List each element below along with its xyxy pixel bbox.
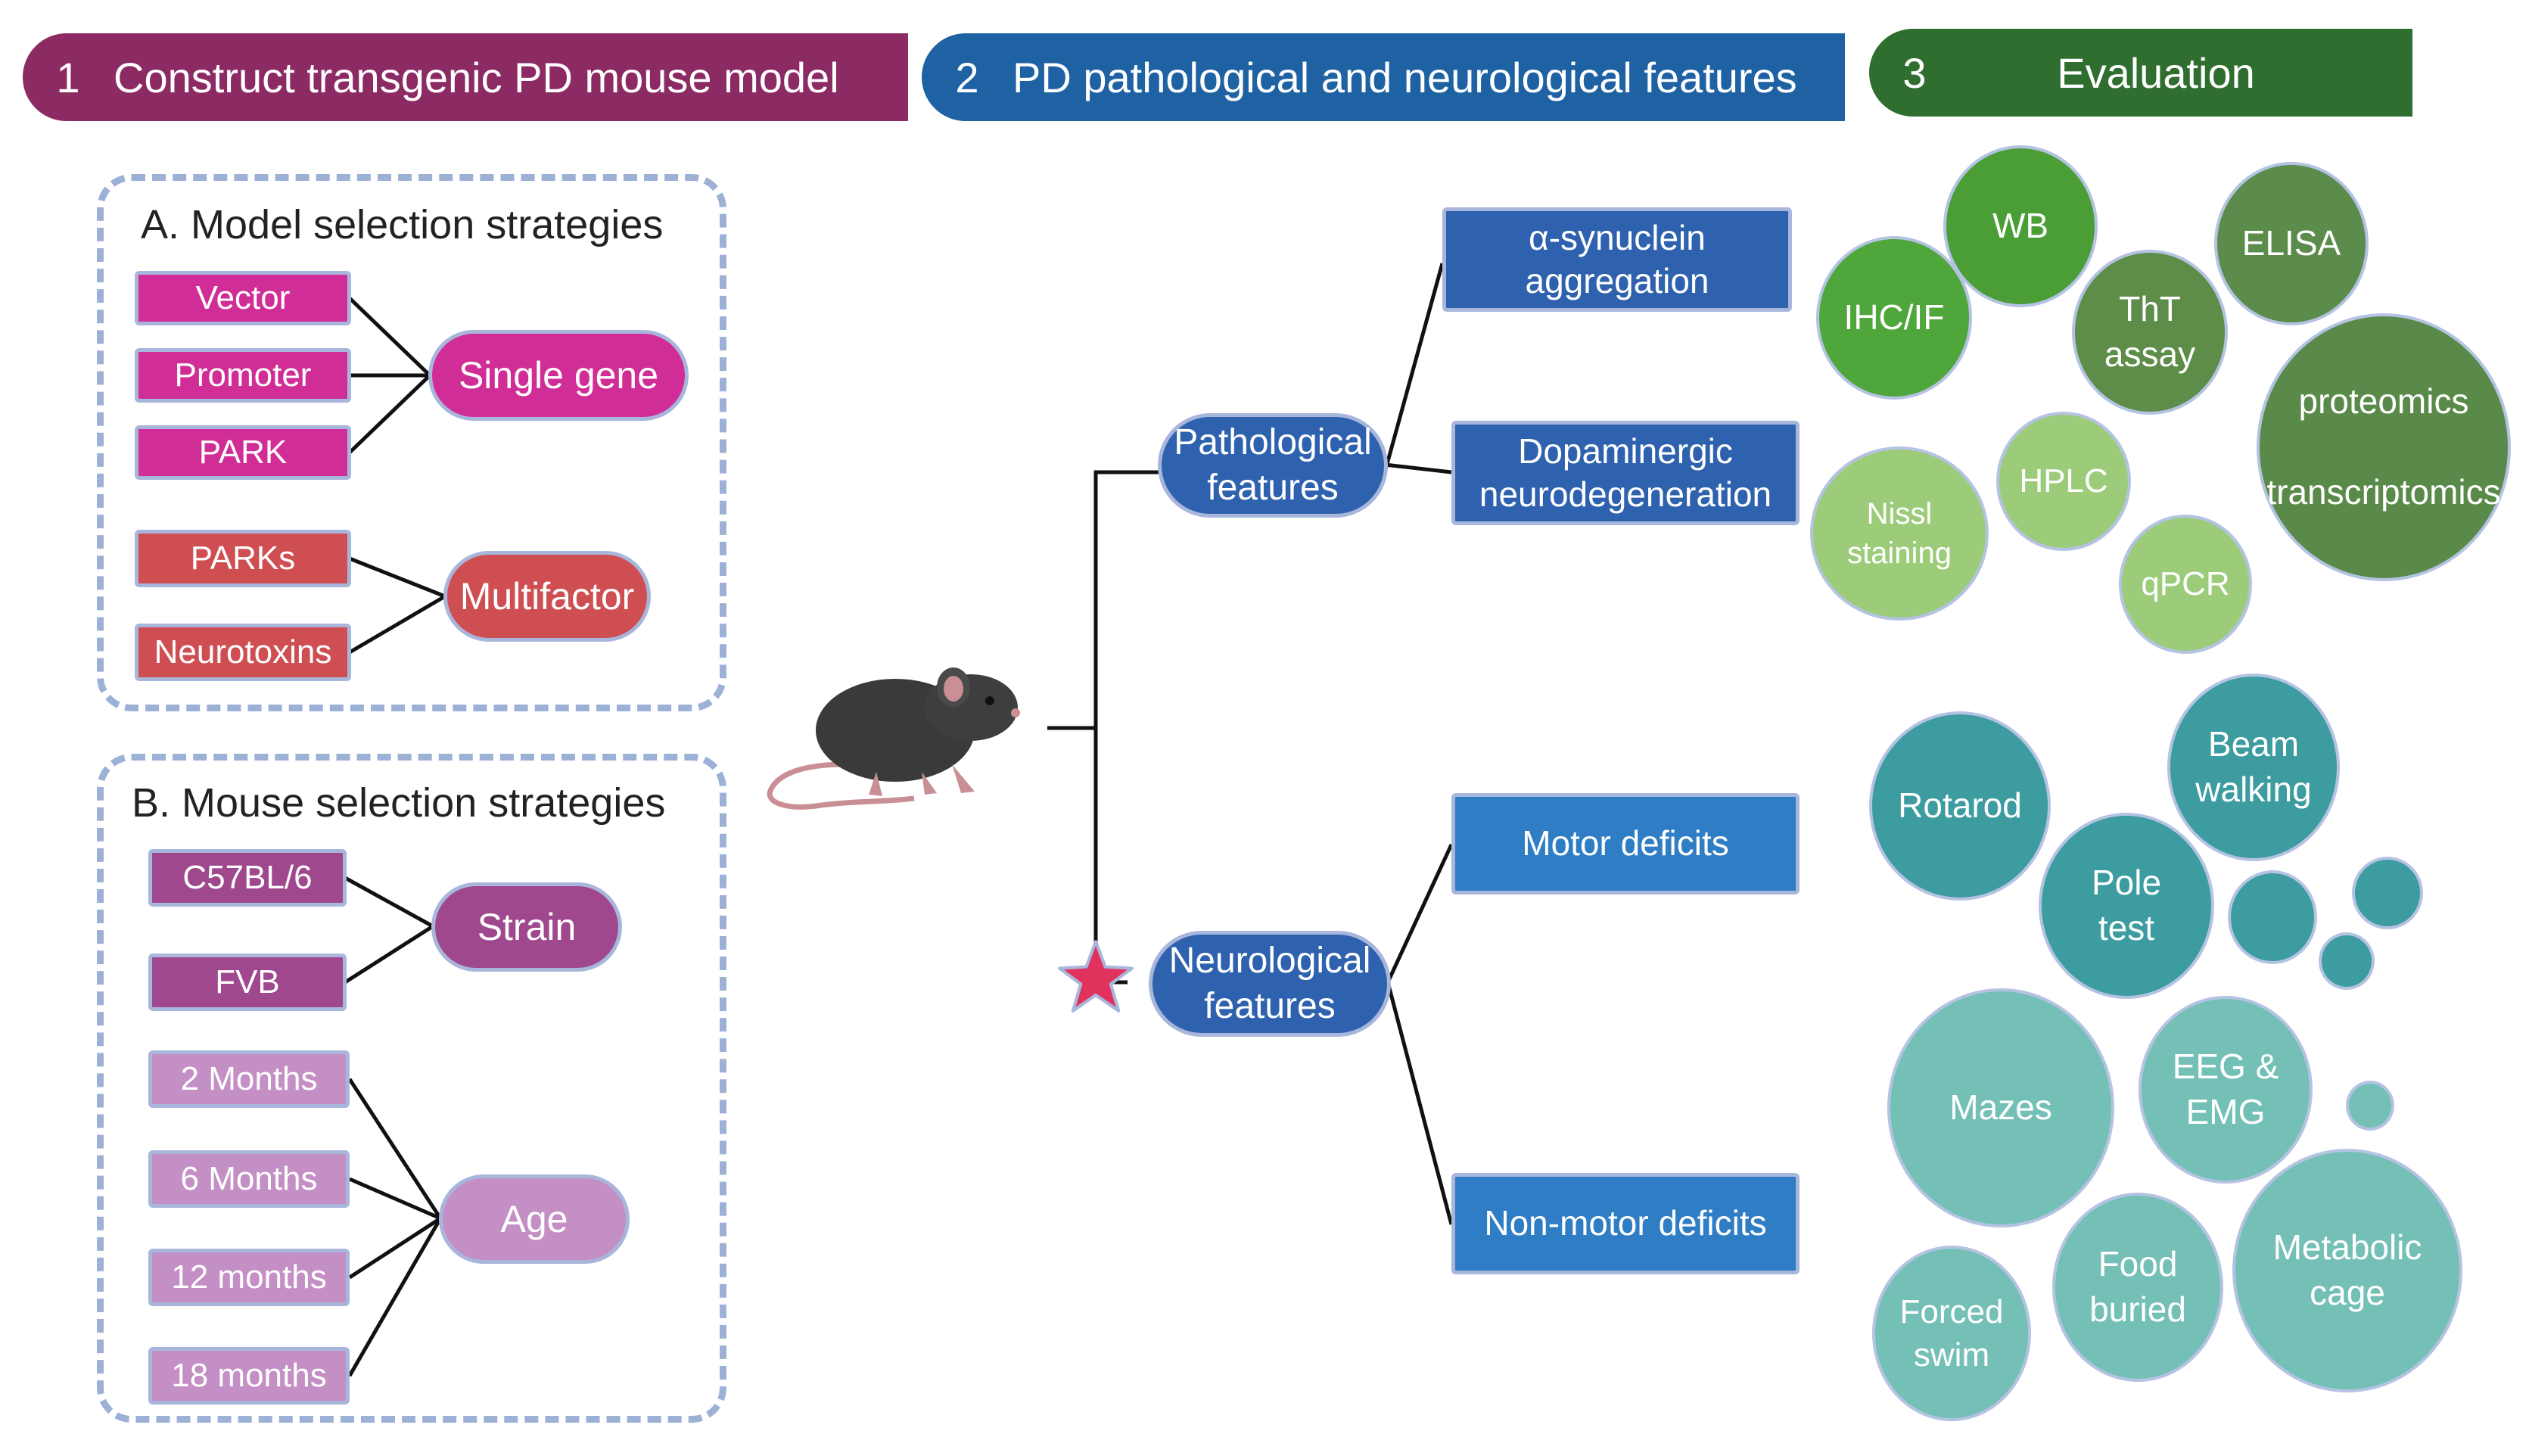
bubble-hplc: HPLC <box>1996 412 2131 551</box>
box-12-months: 12 months <box>148 1249 350 1306</box>
connector-2m <box>347 1078 443 1220</box>
connector-neurotoxins <box>348 594 446 655</box>
box-vector: Vector <box>135 271 351 325</box>
bubble-small-4 <box>2346 1081 2394 1131</box>
box-6-months: 6 Months <box>148 1150 350 1208</box>
connector-6m <box>349 1177 441 1221</box>
box-non-motor-deficits: Non-motor deficits <box>1451 1173 1800 1274</box>
bubble-rotarod: Rotarod <box>1869 711 2051 901</box>
connector-c57 <box>344 876 434 929</box>
bubble-label: Nissl staining <box>1847 497 1952 570</box>
node-pathological-features: Pathological features <box>1158 413 1388 518</box>
bubble-omics: proteomics transcriptomics <box>2257 313 2511 581</box>
bubble-label: Food buried <box>2089 1244 2186 1329</box>
bubble-ihc-if: IHC/IF <box>1816 236 1972 400</box>
box-2-months: 2 Months <box>148 1050 350 1108</box>
bubble-label: proteomics transcriptomics <box>2266 381 2501 512</box>
box-fvb: FVB <box>148 954 347 1011</box>
connector-motor <box>1386 843 1454 984</box>
pill-multifactor: Multifactor <box>443 551 651 642</box>
box-18-months: 18 months <box>148 1347 350 1405</box>
panel-a-title: A. Model selection strategies <box>141 202 664 247</box>
bubble-nissl-staining: Nissl staining <box>1810 446 1989 621</box>
bubble-pole-test: Pole test <box>2039 813 2214 999</box>
bubble-qpcr: qPCR <box>2119 515 2252 654</box>
bubble-eeg-emg: EEG & EMG <box>2139 996 2313 1184</box>
bubble-label: qPCR <box>2141 565 2230 603</box>
header-label: PD pathological and neurological feature… <box>1013 53 1797 101</box>
bubble-forced-swim: Forced swim <box>1872 1246 2031 1421</box>
connector-18m <box>347 1217 443 1377</box>
bubble-metabolic-cage: Metabolic cage <box>2232 1149 2462 1392</box>
bubble-label: Beam walking <box>2195 724 2312 809</box>
bubble-label: EEG & EMG <box>2172 1047 2279 1131</box>
box-motor-deficits: Motor deficits <box>1451 793 1800 894</box>
connector-fvb <box>344 924 434 985</box>
connector-vector <box>348 297 431 377</box>
header-num: 2 <box>955 53 979 101</box>
connector-park <box>348 374 431 454</box>
connector-parks <box>349 556 446 599</box>
bubble-label: ELISA <box>2241 223 2341 263</box>
bubble-label: ThT assay <box>2104 289 2196 374</box>
bubble-label: Rotarod <box>1898 786 2022 826</box>
header-label: Construct transgenic PD mouse model <box>114 53 839 101</box>
bubble-tht-assay: ThT assay <box>2072 250 2228 415</box>
bubble-food-buried: Food buried <box>2052 1193 2223 1382</box>
pill-strain: Strain <box>431 882 622 972</box>
star-icon <box>1058 940 1134 1013</box>
panel-b-title: B. Mouse selection strategies <box>132 780 666 826</box>
header-construct: 1 Construct transgenic PD mouse model <box>23 33 908 121</box>
bubble-wb: WB <box>1943 145 2098 307</box>
node-neurological-features: Neurological features <box>1149 931 1391 1037</box>
bubble-elisa: ELISA <box>2214 162 2369 325</box>
connector-nonmotor <box>1386 982 1454 1225</box>
box-c57bl6: C57BL/6 <box>148 849 347 907</box>
header-num: 1 <box>56 53 80 101</box>
panel-mouse-selection <box>97 754 726 1423</box>
connector-dopaminergic <box>1384 462 1452 474</box>
pill-single-gene: Single gene <box>428 330 689 421</box>
connector-trunk <box>1093 470 1162 985</box>
box-park: PARK <box>135 425 351 480</box>
box-neurotoxins: Neurotoxins <box>135 624 351 681</box>
header-evaluation: 3 Evaluation <box>1869 29 2412 117</box>
bubble-small-1 <box>2228 870 2317 964</box>
mouse-icon <box>767 667 1020 810</box>
bubble-label: IHC/IF <box>1843 297 1945 338</box>
bubble-mazes: Mazes <box>1887 988 2114 1227</box>
panel-model-selection <box>97 174 726 711</box>
bubble-small-2 <box>2352 857 2423 929</box>
header-label: Evaluation <box>2057 48 2255 97</box>
bubble-label: HPLC <box>2019 462 2108 500</box>
bubble-small-3 <box>2319 932 2375 990</box>
bubble-label: WB <box>1992 206 2049 246</box>
box-parks: PARKs <box>135 530 351 587</box>
header-num: 3 <box>1902 48 1927 97</box>
connector-12m <box>348 1216 442 1280</box>
box-dopaminergic: Dopaminergic neurodegeneration <box>1451 421 1800 525</box>
header-features: 2 PD pathological and neurological featu… <box>922 33 1845 121</box>
bubble-beam-walking: Beam walking <box>2167 674 2340 861</box>
pill-age: Age <box>439 1174 630 1264</box>
box-promoter: Promoter <box>135 348 351 403</box>
bubble-label: Mazes <box>1949 1087 2052 1128</box>
bubble-label: Metabolic cage <box>2272 1227 2422 1312</box>
connector-synuclein <box>1383 263 1445 473</box>
bubble-label: Forced swim <box>1899 1293 2004 1374</box>
box-alpha-synuclein: α-synuclein aggregation <box>1442 207 1792 312</box>
bubble-label: Pole test <box>2091 863 2162 947</box>
